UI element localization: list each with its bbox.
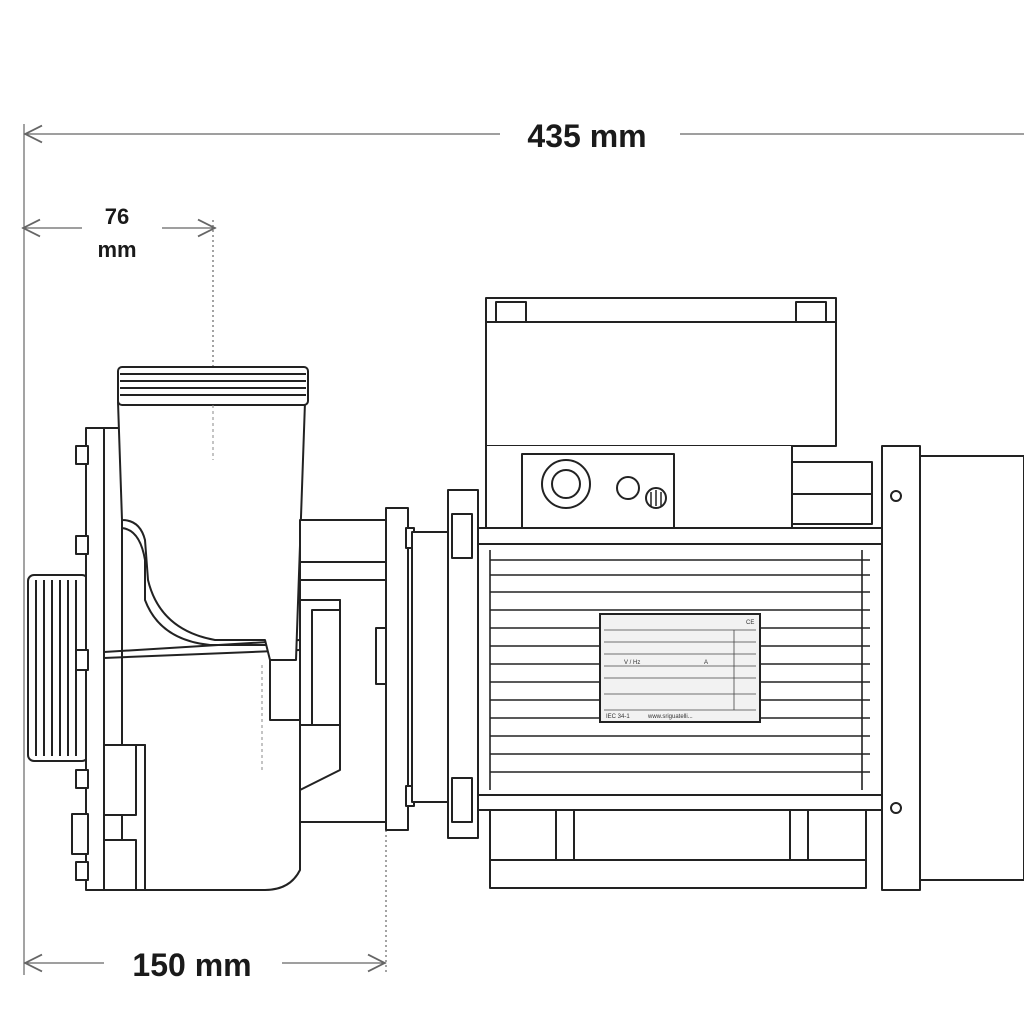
plate-voltage-label: V / Hz	[624, 660, 640, 666]
plate-amperage-label: A	[704, 660, 708, 666]
flange-bolts	[71, 445, 89, 881]
coupling-flange-left	[385, 507, 409, 831]
inlet-offset-label: 76 mm	[84, 200, 150, 266]
motor-foot	[489, 809, 867, 889]
plate-standard-label: IEC 34-1	[606, 714, 630, 720]
fan-cover	[881, 445, 921, 891]
coupling-spacer	[411, 531, 449, 803]
side-outlet-thread	[27, 574, 89, 762]
top-inlet-thread	[117, 366, 309, 406]
pump-body-length-label: 150 mm	[112, 944, 272, 986]
terminal-box	[485, 297, 837, 447]
overall-length-label: 435 mm	[506, 116, 668, 156]
inlet-offset-value: 76	[104, 204, 130, 229]
motor-nameplate: V / Hz A CE IEC 34-1 www.sriguatelli...	[599, 613, 761, 723]
pump-housing	[27, 366, 479, 891]
dimension-lines	[21, 124, 1024, 975]
plate-ce-mark: CE	[746, 620, 754, 626]
inlet-offset-unit: mm	[97, 237, 137, 262]
volute-body	[121, 431, 301, 891]
lower-boss	[103, 744, 137, 816]
inlet-neck	[117, 401, 306, 661]
cooling-fins	[489, 550, 870, 790]
plug-icon	[616, 476, 640, 500]
electric-motor	[477, 297, 1024, 891]
plate-website-label: www.sriguatelli...	[647, 714, 693, 720]
